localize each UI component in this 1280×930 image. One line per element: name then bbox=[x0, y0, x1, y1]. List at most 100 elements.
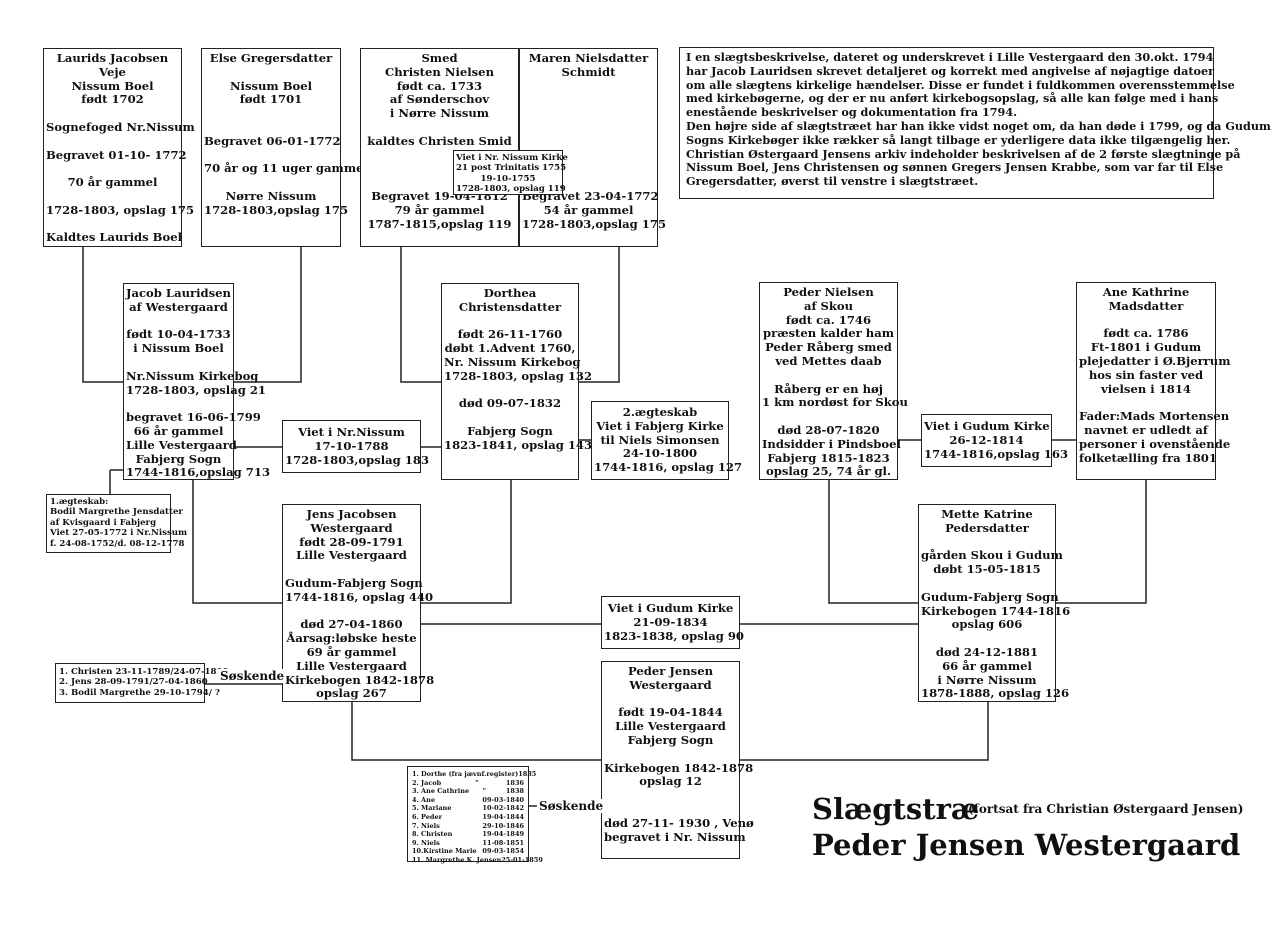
text-line: født 28-09-1791 bbox=[299, 534, 404, 549]
text-line: 1744-1816,opslag 713 bbox=[126, 465, 271, 480]
text-line: født ca. 1746 bbox=[785, 312, 872, 327]
text-line: Kirkebogen 1744-1816 bbox=[921, 603, 1071, 618]
text-line: 1823-1841, opslag 143 bbox=[444, 437, 593, 452]
sibling-date: 10-02-1842 bbox=[482, 804, 524, 813]
text-line: begravet 16-06-1799 bbox=[126, 410, 261, 425]
text-line: I en slægtsbeskrivelse, dateret og under… bbox=[686, 50, 1214, 64]
text-line bbox=[522, 107, 655, 121]
text-line: Åarsag:løbske heste bbox=[286, 631, 417, 646]
text-line bbox=[522, 93, 655, 107]
text-line: Kirkebogen 1842-1878 bbox=[604, 760, 754, 775]
text-line: 70 år og 11 uger gammel bbox=[204, 161, 368, 176]
text-line: Peder Råberg smed bbox=[765, 340, 892, 355]
text-line bbox=[762, 410, 895, 424]
sibling-name: 1. Dorthe (fra jævnf.register) bbox=[412, 770, 519, 778]
text-line: født ca. 1733 bbox=[396, 78, 483, 93]
text-line: 1728-1803,opslag 183 bbox=[285, 452, 430, 467]
text-line: 1744-1816, opslag 440 bbox=[285, 589, 434, 604]
sibling-row: 4. Ane 09-03-1840 bbox=[412, 796, 524, 805]
text-line bbox=[126, 356, 231, 370]
text-line: Madsdatter bbox=[1108, 298, 1184, 313]
text-line: enestående beskrivelser og dokumentation… bbox=[686, 105, 1018, 120]
text-line bbox=[46, 218, 179, 232]
text-line: Ane Kathrine bbox=[1102, 285, 1190, 299]
text-line: Peder Jensen bbox=[627, 664, 714, 678]
sibling-name: 3. Ane Cathrine " bbox=[412, 787, 487, 796]
sibling-name: 8. Christen bbox=[412, 830, 453, 839]
sibling-date: 29-10-1846 bbox=[482, 821, 524, 830]
text-line: Peder Nielsen bbox=[783, 285, 874, 299]
sibling-date: 09-03-1840 bbox=[482, 795, 524, 804]
text-line bbox=[1079, 314, 1213, 328]
text-line: opslag 606 bbox=[951, 617, 1023, 632]
text-line: død 28-07-1820 bbox=[777, 422, 880, 437]
text-line: 79 år gammel bbox=[394, 202, 485, 217]
text-line: folketælling fra 1801 bbox=[1079, 450, 1217, 465]
text-line: Mette Katrine bbox=[941, 507, 1033, 521]
text-line: 1 km nordøst for Skou bbox=[762, 395, 908, 410]
text-line: Gudum-Fabjerg Sogn bbox=[921, 589, 1059, 604]
text-line: Viet i Gudum Kirke bbox=[607, 601, 734, 615]
text-line bbox=[285, 563, 418, 577]
text-line: 1823-1838, opslag 90 bbox=[604, 628, 744, 643]
text-line bbox=[604, 693, 737, 707]
text-line: Ft-1801 i Gudum bbox=[1090, 340, 1202, 355]
sibling-date: 25-01-1859 bbox=[501, 855, 543, 864]
text-line bbox=[522, 135, 655, 149]
text-line: opslag 25, 74 år gl. bbox=[765, 464, 891, 479]
text-line: 3. Bodil Margrethe 29-10-1794/ ? bbox=[59, 687, 220, 698]
text-line: Lille Vestergaard bbox=[126, 437, 237, 452]
sibling-name: 4. Ane bbox=[412, 795, 435, 804]
text-line: Lille Vestergaard bbox=[615, 719, 726, 734]
text-line: i Nørre Nissum bbox=[937, 672, 1037, 687]
siblings-jens-label: Søskende bbox=[218, 669, 287, 683]
text-line: 21 post Trinitatis 1755 bbox=[456, 163, 567, 174]
text-line: Bodil Margrethe Jensdatter bbox=[50, 507, 183, 518]
text-line bbox=[285, 605, 418, 619]
text-line: født 10-04-1733 bbox=[126, 327, 231, 342]
text-line: 1744-1816, opslag 127 bbox=[594, 460, 743, 475]
text-line: navnet er udledt af bbox=[1084, 422, 1208, 437]
text-line: 70 år gammel bbox=[67, 175, 158, 190]
text-line: Westergaard bbox=[310, 520, 393, 535]
sibling-date: 1836 bbox=[505, 778, 524, 787]
text-line: 1878-1888, opslag 126 bbox=[921, 686, 1070, 701]
text-line: af Sønderschov bbox=[389, 92, 490, 107]
text-line bbox=[46, 107, 179, 121]
text-line: 1728-1803, opslag 132 bbox=[444, 368, 593, 383]
text-line bbox=[204, 149, 338, 163]
sibling-row: 3. Ane Cathrine "1838 bbox=[412, 787, 524, 796]
text-line: Fabjerg Sogn bbox=[627, 732, 714, 747]
text-line: død 24-12-1881 bbox=[935, 644, 1039, 659]
text-line: til Niels Simonsen bbox=[600, 432, 720, 447]
text-line: 1744-1816,opslag 163 bbox=[924, 446, 1069, 461]
text-line: Begravet 06-01-1772 bbox=[204, 133, 341, 148]
text-line: vielsen i 1814 bbox=[1101, 381, 1191, 396]
text-line: 1728-1803, opslag 119 bbox=[456, 184, 566, 195]
text-line: Schmidt bbox=[561, 64, 616, 79]
text-line: Fabjerg Sogn bbox=[135, 451, 222, 466]
text-line: har Jacob Lauridsen skrevet detaljeret o… bbox=[686, 63, 1215, 78]
text-line: Nr.Nissum Kirkebog bbox=[126, 368, 259, 383]
text-line: i Nørre Nissum bbox=[389, 106, 490, 121]
text-line: 1. Christen 23-11-1789/24-07-1810 bbox=[59, 667, 229, 677]
text-line: død 27-04-1860 bbox=[300, 617, 403, 632]
text-line: Christen Nielsen bbox=[384, 64, 494, 79]
sibling-date: 09-03-1854 bbox=[482, 847, 524, 856]
sibling-name: 9. Niels bbox=[412, 838, 440, 847]
text-line: Fabjerg 1815-1823 bbox=[767, 450, 890, 465]
text-line: om alle slægtens kirkelige hændelser. Di… bbox=[686, 77, 1235, 92]
